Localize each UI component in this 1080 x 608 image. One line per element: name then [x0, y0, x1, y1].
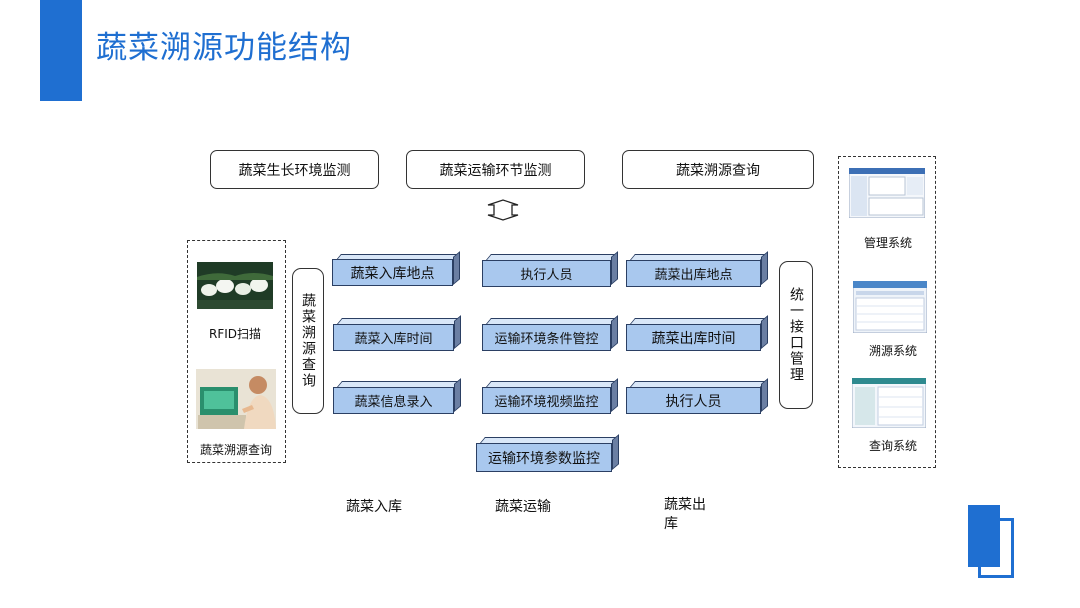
- cube-label: 蔬菜入库时间: [333, 324, 454, 351]
- cube-transport-condition-control: 运输环境条件管控: [482, 315, 620, 351]
- top-box-growth-monitoring: 蔬菜生长环境监测: [210, 150, 379, 189]
- cube-label: 执行人员: [482, 260, 611, 287]
- cube-storage-out-time: 蔬菜出库时间: [626, 315, 770, 351]
- trace-query-vertical-label: 蔬菜溯源查询: [300, 293, 316, 389]
- cube-info-entry: 蔬菜信息录入: [333, 378, 463, 414]
- rfid-scan-photo: [197, 262, 273, 309]
- cube-label: 蔬菜信息录入: [333, 387, 454, 414]
- right-dashed-panel: [838, 156, 936, 468]
- cube-transport-param-monitor: 运输环境参数监控: [476, 434, 622, 472]
- cube-storage-in-time: 蔬菜入库时间: [333, 315, 463, 351]
- top-box-transport-monitoring: 蔬菜运输环节监测: [406, 150, 585, 189]
- top-box-trace-query: 蔬菜溯源查询: [622, 150, 814, 189]
- cube-label: 执行人员: [626, 387, 761, 414]
- cube-label: 运输环境条件管控: [482, 324, 611, 351]
- cube-transport-video-monitor: 运输环境视频监控: [482, 378, 620, 414]
- management-system-screenshot: [849, 168, 925, 218]
- cube-storage-out-location: 蔬菜出库地点: [626, 251, 770, 287]
- cube-storage-out-staff: 执行人员: [626, 378, 770, 414]
- cube-label: 运输环境参数监控: [476, 443, 612, 472]
- unified-interface-vertical-box: 统一接口管理: [779, 261, 813, 409]
- cube-label: 蔬菜出库地点: [626, 260, 761, 287]
- bottom-label-storage-in: 蔬菜入库: [346, 499, 402, 515]
- query-system-screenshot: [852, 378, 926, 428]
- up-down-arrow-icon: [487, 199, 519, 221]
- cube-label: 运输环境视频监控: [482, 387, 611, 414]
- query-kiosk-caption: 蔬菜溯源查询: [200, 443, 273, 457]
- trace-system-caption: 溯源系统: [869, 344, 918, 358]
- left-dashed-panel: [187, 240, 286, 463]
- query-kiosk-photo: [196, 369, 276, 429]
- rfid-scan-caption: RFID扫描: [209, 327, 262, 341]
- bottom-label-storage-out: 蔬菜出库: [664, 497, 706, 532]
- cube-label: 蔬菜出库时间: [626, 324, 761, 351]
- cube-storage-in-location: 蔬菜入库地点: [332, 251, 462, 286]
- bottom-label-transport: 蔬菜运输: [495, 499, 551, 515]
- management-system-caption: 管理系统: [864, 236, 913, 250]
- query-system-caption: 查询系统: [869, 439, 918, 453]
- cube-transport-staff: 执行人员: [482, 251, 620, 287]
- trace-query-vertical-box: 蔬菜溯源查询: [292, 268, 324, 414]
- unified-interface-vertical-label: 统一接口管理: [788, 287, 804, 383]
- trace-system-screenshot: [853, 281, 927, 333]
- cube-label: 蔬菜入库地点: [332, 259, 453, 286]
- corner-decoration-filled: [968, 505, 1000, 567]
- page-title: 蔬菜溯源功能结构: [96, 30, 352, 66]
- title-accent-bar: [40, 0, 82, 101]
